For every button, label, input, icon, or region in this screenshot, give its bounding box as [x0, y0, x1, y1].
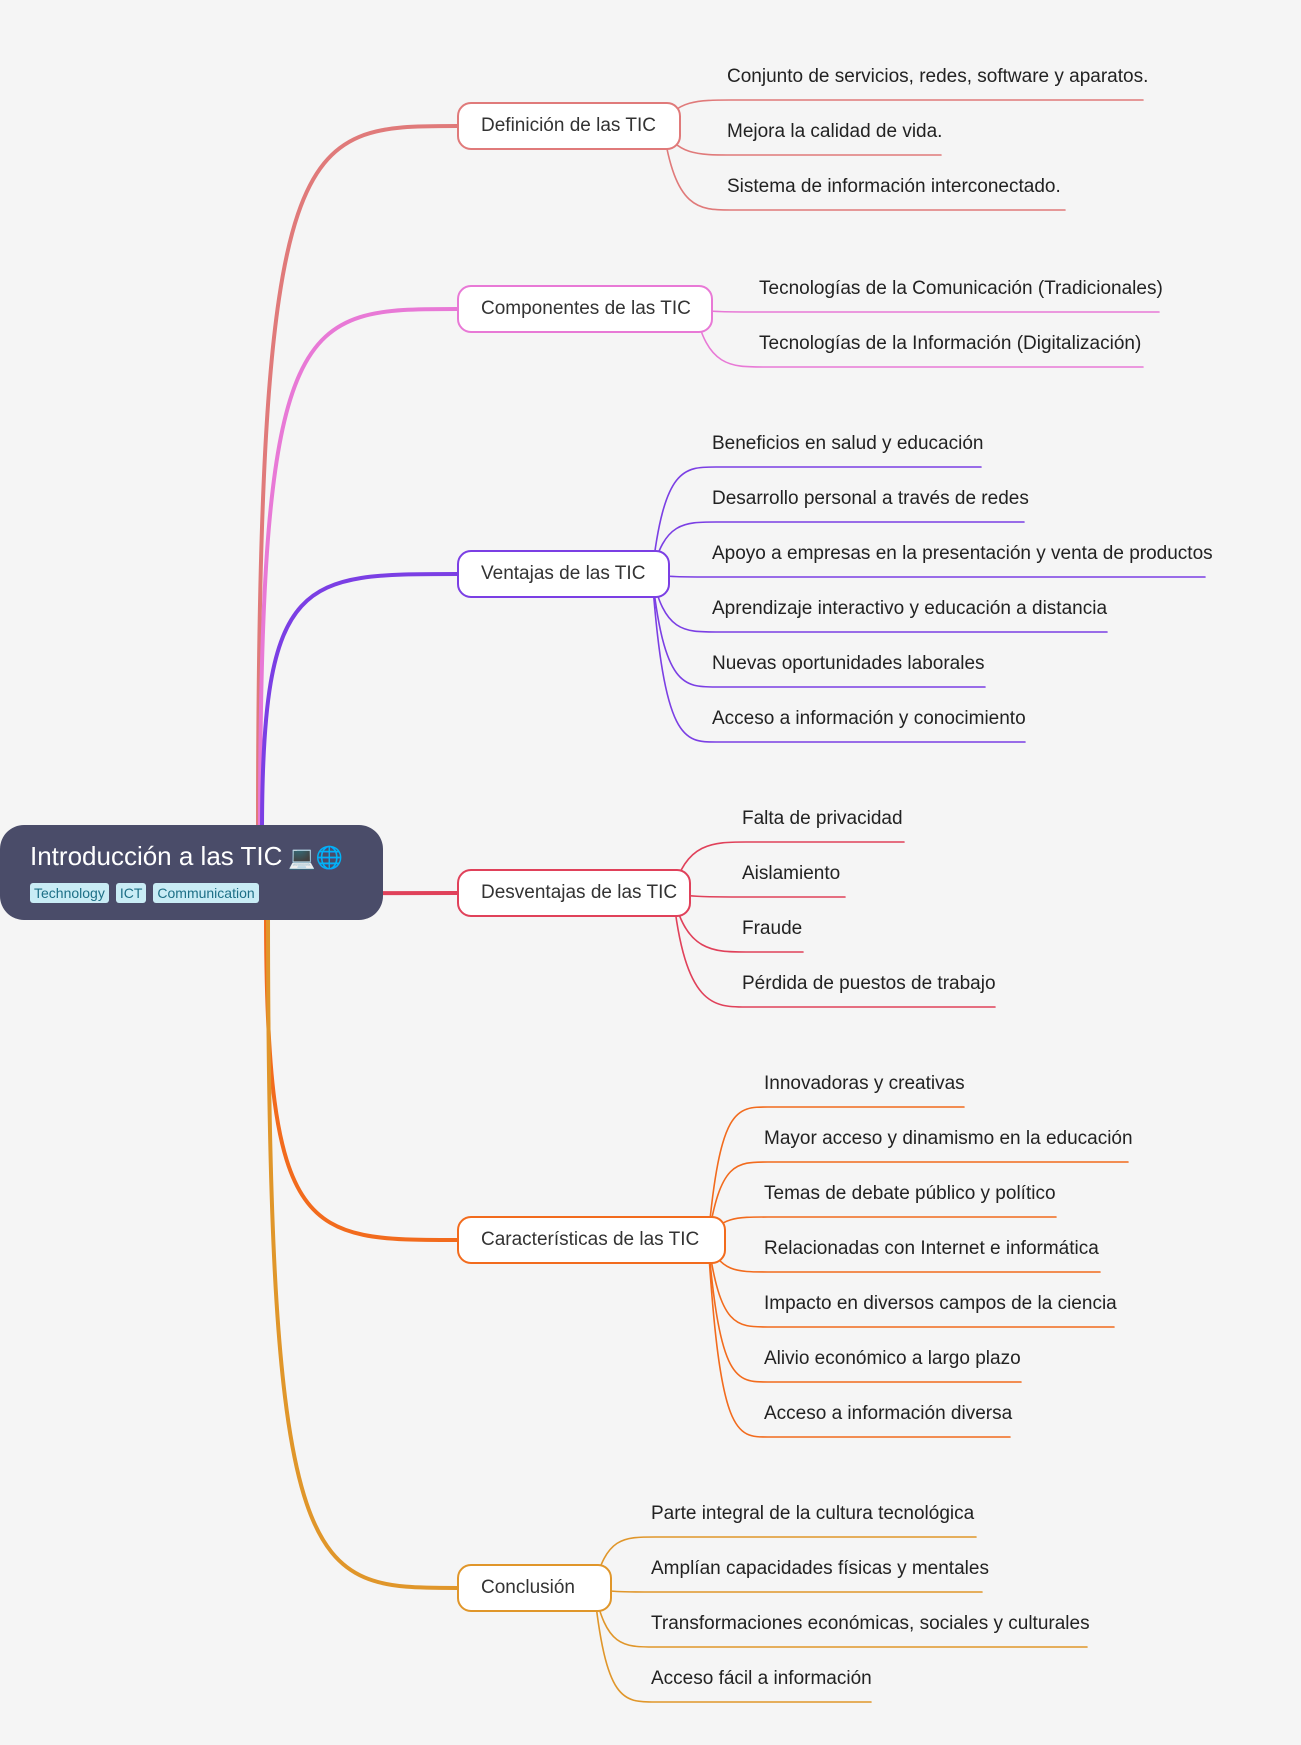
leaf-caracteristicas-de-las-tic-3[interactable]: Temas de debate público y político [764, 1183, 1056, 1204]
leaf-ventajas-de-las-tic-6[interactable]: Acceso a información y conocimiento [712, 708, 1026, 729]
leaf-ventajas-de-las-tic-1[interactable]: Beneficios en salud y educación [712, 433, 984, 454]
leaf-connector-ventajas-de-las-tic-5 [651, 573, 986, 688]
leaf-connector-ventajas-de-las-tic-1 [651, 466, 982, 575]
leaf-connector-ventajas-de-las-tic-6 [651, 573, 1026, 743]
leaf-caracteristicas-de-las-tic-4[interactable]: Relacionadas con Internet e informática [764, 1238, 1099, 1259]
leaf-connector-ventajas-de-las-tic-3 [651, 573, 1206, 578]
tag-ict[interactable]: ICT [115, 883, 147, 903]
leaf-desventajas-de-las-tic-4[interactable]: Pérdida de puestos de trabajo [742, 973, 996, 994]
leaf-connector-caracteristicas-de-las-tic-7 [707, 1239, 1011, 1438]
leaf-desventajas-de-las-tic-2[interactable]: Aislamiento [742, 863, 841, 884]
leaf-conclusion-1[interactable]: Parte integral de la cultura tecnológica [651, 1503, 975, 1524]
leaf-connector-caracteristicas-de-las-tic-1 [707, 1106, 965, 1241]
tag-technology[interactable]: Technology [30, 883, 109, 903]
leaf-connector-definicion-de-las-tic-3 [662, 125, 1066, 211]
tag-list: Technology ICT Communication [30, 883, 383, 903]
leaf-caracteristicas-de-las-tic-2[interactable]: Mayor acceso y dinamismo en la educación [764, 1128, 1133, 1149]
branch-connector-conclusion [266, 910, 459, 1590]
leaf-connector-caracteristicas-de-las-tic-5 [707, 1239, 1115, 1328]
leaf-definicion-de-las-tic-2[interactable]: Mejora la calidad de vida. [727, 121, 943, 142]
leaf-definicion-de-las-tic-1[interactable]: Conjunto de servicios, redes, software y… [727, 66, 1149, 87]
branch-ventajas-de-las-tic[interactable]: Ventajas de las TIC [457, 550, 670, 598]
leaf-connector-desventajas-de-las-tic-4 [672, 892, 996, 1008]
leaf-componentes-de-las-tic-1[interactable]: Tecnologías de la Comunicación (Tradicio… [759, 278, 1163, 299]
leaf-ventajas-de-las-tic-4[interactable]: Aprendizaje interactivo y educación a di… [712, 598, 1108, 619]
branch-componentes-de-las-tic[interactable]: Componentes de las TIC [457, 285, 713, 333]
branch-desventajas-de-las-tic[interactable]: Desventajas de las TIC [457, 869, 691, 917]
leaf-desventajas-de-las-tic-3[interactable]: Fraude [742, 918, 803, 939]
leaf-connector-conclusion-4 [593, 1587, 872, 1703]
laptop-globe-icon: 💻🌐 [288, 845, 344, 870]
leaf-caracteristicas-de-las-tic-5[interactable]: Impacto en diversos campos de la ciencia [764, 1293, 1117, 1314]
leaf-conclusion-3[interactable]: Transformaciones económicas, sociales y … [651, 1613, 1090, 1634]
leaf-connector-caracteristicas-de-las-tic-2 [707, 1161, 1129, 1241]
branch-connector-ventajas-de-las-tic [260, 572, 459, 834]
branch-caracteristicas-de-las-tic[interactable]: Características de las TIC [457, 1216, 726, 1264]
leaf-componentes-de-las-tic-2[interactable]: Tecnologías de la Información (Digitaliz… [759, 333, 1142, 354]
leaf-caracteristicas-de-las-tic-7[interactable]: Acceso a información diversa [764, 1403, 1013, 1424]
branch-definicion-de-las-tic[interactable]: Definición de las TIC [457, 102, 681, 150]
leaf-connector-conclusion-2 [593, 1587, 983, 1593]
leaf-ventajas-de-las-tic-3[interactable]: Apoyo a empresas en la presentación y ve… [712, 543, 1213, 564]
tag-communication[interactable]: Communication [153, 883, 259, 903]
leaf-connector-caracteristicas-de-las-tic-6 [707, 1239, 1022, 1383]
leaf-connector-desventajas-de-las-tic-2 [672, 892, 846, 898]
branch-conclusion[interactable]: Conclusión [457, 1564, 612, 1612]
leaf-connector-componentes-de-las-tic-1 [694, 308, 1160, 313]
leaf-ventajas-de-las-tic-5[interactable]: Nuevas oportunidades laborales [712, 653, 985, 674]
branch-connector-caracteristicas-de-las-tic [264, 910, 459, 1242]
leaf-definicion-de-las-tic-3[interactable]: Sistema de información interconectado. [727, 176, 1061, 197]
root-topic[interactable]: Introducción a las TIC💻🌐 Technology ICT … [0, 825, 383, 920]
leaf-caracteristicas-de-las-tic-1[interactable]: Innovadoras y creativas [764, 1073, 965, 1094]
branch-connector-definicion-de-las-tic [256, 124, 459, 834]
branch-connector-componentes-de-las-tic [258, 307, 459, 834]
leaf-caracteristicas-de-las-tic-6[interactable]: Alivio económico a largo plazo [764, 1348, 1021, 1369]
leaf-conclusion-4[interactable]: Acceso fácil a información [651, 1668, 872, 1689]
root-topic-title: Introducción a las TIC [30, 841, 283, 871]
leaf-desventajas-de-las-tic-1[interactable]: Falta de privacidad [742, 808, 903, 829]
leaf-ventajas-de-las-tic-2[interactable]: Desarrollo personal a través de redes [712, 488, 1029, 509]
leaf-conclusion-2[interactable]: Amplían capacidades físicas y mentales [651, 1558, 989, 1579]
